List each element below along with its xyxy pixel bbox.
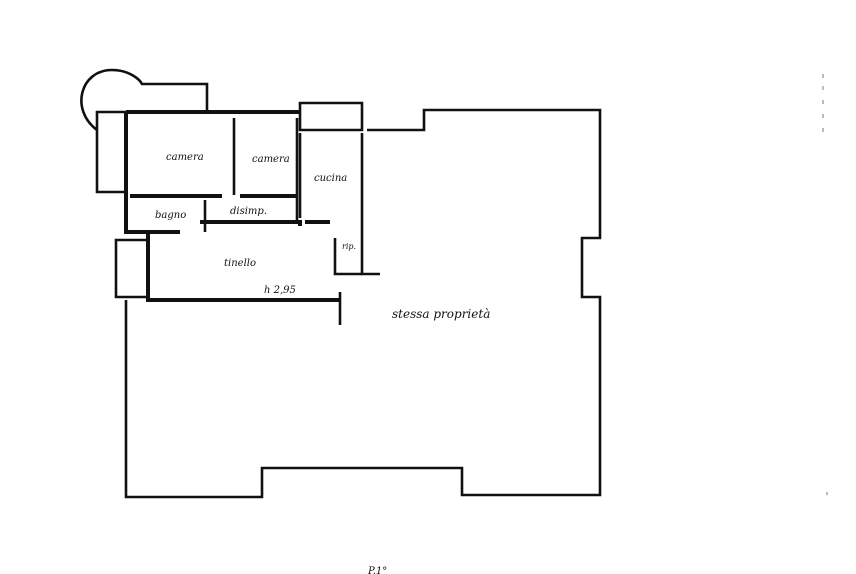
rip-label: rip. [342,242,356,251]
height-annotation: h 2,95 [264,285,296,296]
cucina-label: cucina [314,173,347,184]
disimp-label: disimp. [230,206,267,217]
disimp-bottom-wall [148,220,330,234]
scan-speckles [822,74,828,495]
floor-label: P.1° [367,566,387,574]
camera-2-label: camera [252,154,290,165]
tinello-label: tinello [224,258,256,269]
bagno-label: bagno [155,210,186,221]
round-balcony [80,68,209,194]
kitchen-wall-right [360,133,380,276]
stessa-proprieta-label: stessa proprietà [392,307,490,321]
rip-wall [333,238,362,276]
camera-1-label: camera [166,152,204,163]
terrace-outline [124,108,602,499]
left-balcony [114,238,150,299]
kitchen-balcony [298,101,364,132]
